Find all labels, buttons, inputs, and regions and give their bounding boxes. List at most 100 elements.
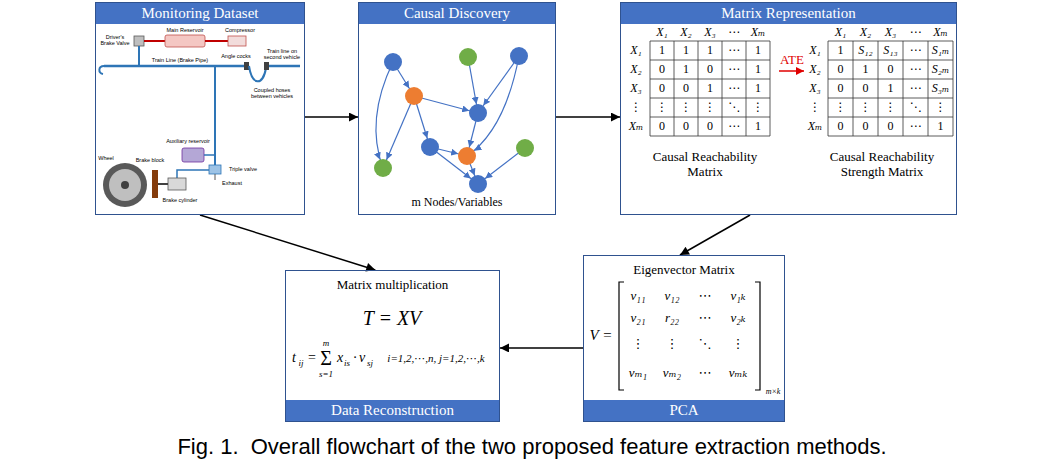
panel-title: Monitoring Dataset: [96, 3, 304, 24]
matrix-cell: 0: [683, 120, 689, 134]
panel: Matrix multiplicationData Reconstruction: [285, 270, 500, 422]
matrix-header: X₁: [809, 44, 821, 58]
panel-text: m Nodes/Variables: [359, 195, 555, 210]
matrix-cell: S₃ₘ: [932, 82, 950, 96]
matrix-cell: 1: [863, 63, 869, 77]
matrix-header: X₃: [809, 82, 821, 96]
brake-pipe: [269, 65, 300, 68]
formula-symbol: x: [337, 350, 343, 366]
part-label: Train line on second vehicle: [263, 48, 301, 61]
matrix-cell: r₂₂: [665, 311, 679, 326]
matrix-cell: ⋮: [935, 101, 947, 115]
flow-arrow: [200, 215, 375, 270]
wheel-hub: [121, 181, 129, 189]
matrix-cell: 0: [863, 82, 869, 96]
variable-dot: [510, 47, 528, 65]
causal-edge: [478, 56, 519, 113]
matrix-cell: ⋯: [728, 63, 740, 77]
formula-symbol: Σ: [320, 347, 332, 370]
matrix-header: X₂: [860, 26, 872, 40]
formula-symbol: ·: [353, 350, 358, 366]
matrix-cell: 1: [659, 44, 665, 58]
matrix-header: Xₘ: [933, 26, 948, 40]
matrix-cell: 1: [707, 44, 713, 58]
matrix-cell: ⋮: [666, 337, 679, 352]
matrix-cell: 1: [683, 44, 689, 58]
reservoir-symbol: [182, 148, 204, 162]
matrix-cell: 0: [863, 120, 869, 134]
panel-text: Matrix multiplication: [286, 277, 499, 293]
flow-arrow: [556, 116, 620, 118]
formula-range: i=1,2,⋯,n, j=1,2,⋯,k: [387, 352, 484, 365]
causal-graph-edges: [376, 56, 525, 184]
matrix-cell: vₘ₁: [629, 366, 647, 381]
matrix-cell: ⋯: [699, 289, 712, 304]
formula-symbol: v: [359, 350, 365, 366]
matrix-cell: S₁₂: [858, 44, 872, 58]
flow-arrow: [305, 116, 358, 118]
variable-dot: [469, 175, 487, 193]
operation-label: ATE: [780, 53, 804, 68]
part-label: Angle cocks: [221, 53, 251, 59]
matrix-header: Xₘ: [751, 26, 766, 40]
brake-block-symbol: [152, 170, 158, 198]
flow-arrow: [500, 347, 583, 349]
matrix-cell: 1: [755, 44, 761, 58]
reservoir-symbol: [165, 35, 205, 47]
air-pipe: [205, 40, 228, 42]
formula-limit: s=1: [319, 369, 333, 379]
matrix-cell: 1: [938, 120, 944, 134]
matrix-cell: ⋯: [699, 366, 712, 381]
matrix-cell: 0: [659, 82, 665, 96]
matrix-cell: ⋮: [885, 101, 897, 115]
matrix-header: X₂: [630, 63, 642, 77]
panel-title: PCA: [584, 400, 784, 421]
piston-rod: [158, 183, 168, 185]
part-label: Brake cylinder: [163, 197, 198, 203]
matrix-cell: ⋮: [752, 101, 764, 115]
formula-subscript: is: [344, 358, 350, 368]
part-label: Coupled hoses between vehicles: [247, 87, 297, 100]
part-label: Train Line (Brake Pipe): [152, 57, 208, 63]
matrix-header: ⋯: [728, 26, 740, 40]
causal-edge: [414, 96, 478, 113]
matrix-cell: ⋯: [910, 82, 922, 96]
panel: Matrix Representation: [620, 2, 957, 215]
brake-pipe: [104, 65, 246, 68]
matrix-header: X₃: [704, 26, 716, 40]
part-label: Auxiliary reservoir: [166, 138, 210, 144]
cylinder-symbol: [168, 178, 186, 190]
air-pipe: [144, 40, 165, 42]
causal-edge: [430, 147, 478, 184]
matrix-header: X₂: [809, 63, 821, 77]
matrix-header: X₂: [680, 26, 692, 40]
matrix-cell: vₘ₂: [663, 366, 681, 381]
part-label: Wheel: [98, 155, 114, 161]
matrix-cell: ⋯: [728, 44, 740, 58]
formula: T = XV: [363, 307, 422, 330]
matrix-cell: v₁ₖ: [730, 289, 745, 304]
causal-edge: [467, 56, 519, 156]
variable-dot: [516, 139, 534, 157]
matrix-bracket: [619, 282, 624, 390]
matrix-cell: 0: [888, 120, 894, 134]
matrix-header: X₃: [630, 82, 642, 96]
flow-arrow: [680, 215, 750, 255]
valve-symbol: [209, 165, 221, 174]
matrix-cell: 0: [659, 63, 665, 77]
matrix-header: X₁: [835, 26, 847, 40]
matrix-cell: S₁₃: [883, 44, 897, 58]
part-label: Triple valve: [229, 166, 257, 172]
wheel-symbol: [103, 163, 147, 207]
matrix-cell: ⋱: [910, 101, 922, 115]
matrix-header: ⋯: [910, 26, 922, 40]
formula-limit: m: [323, 338, 330, 348]
matrix-cell: 1: [838, 44, 844, 58]
matrix-cell: 1: [888, 82, 894, 96]
wheel-symbol: [109, 169, 141, 201]
formula-symbol: t: [292, 350, 296, 366]
matrix-cell: ⋮: [860, 101, 872, 115]
matrix-cell: 0: [838, 63, 844, 77]
panel-title: Matrix Representation: [621, 3, 956, 24]
variable-dot: [458, 147, 476, 165]
